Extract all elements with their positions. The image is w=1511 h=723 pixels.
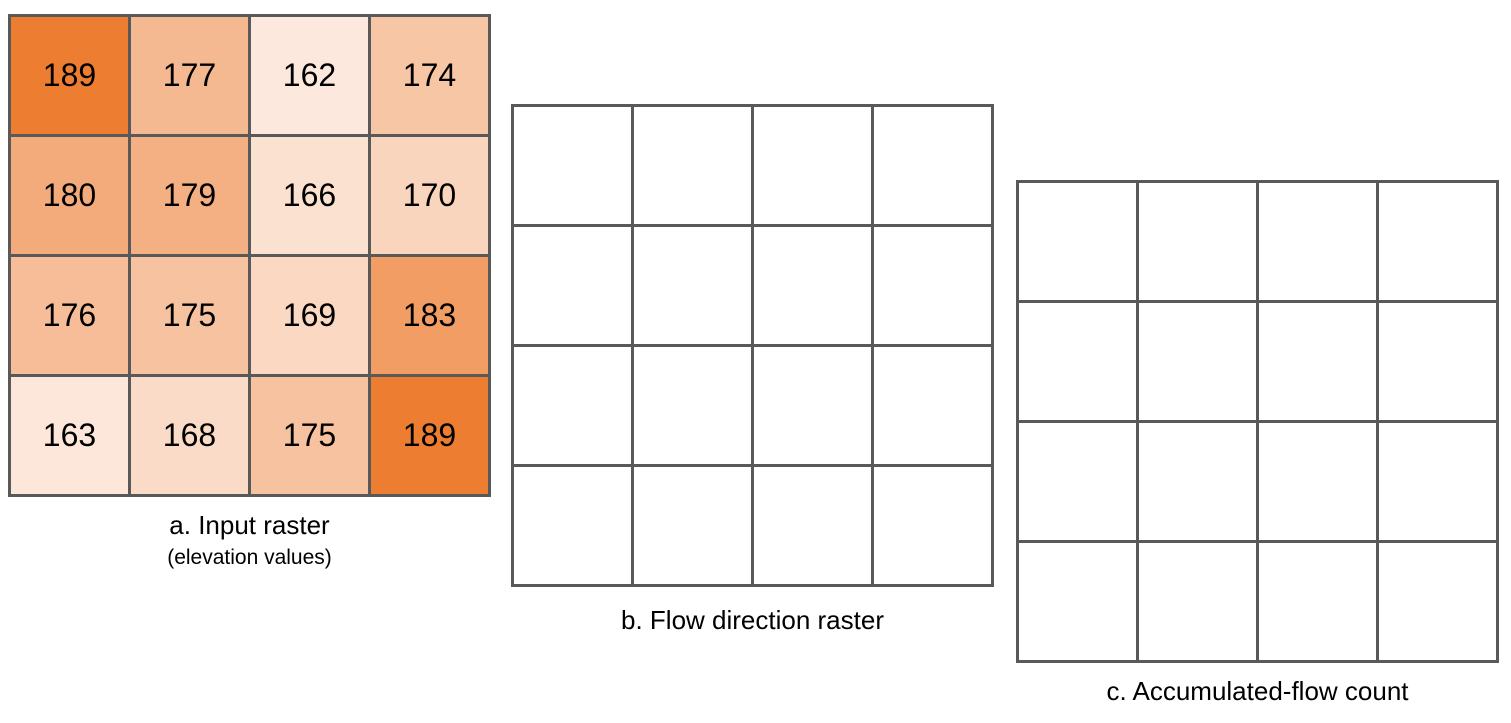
accumulated-flow-cell-r4c2 (1139, 543, 1259, 663)
flow-direction-cell-r2c4 (874, 227, 994, 347)
flow-direction-cell-r3c2 (634, 347, 754, 467)
elevation-cell-r3c3: 169 (251, 257, 371, 377)
elevation-cell-r4c3: 175 (251, 377, 371, 497)
elevation-cell-r4c2: 168 (131, 377, 251, 497)
accumulated-flow-cell-r3c4 (1379, 423, 1499, 543)
elevation-cell-r3c4: 183 (371, 257, 491, 377)
accumulated-flow-cell-r2c4 (1379, 303, 1499, 423)
accumulated-flow-cell-r1c2 (1139, 183, 1259, 303)
input-raster-subtitle: (elevation values) (167, 546, 332, 570)
flow-direction-cell-r1c1 (514, 107, 634, 227)
flow-direction-cell-r1c4 (874, 107, 994, 227)
input-raster-caption: a. Input raster (elevation values) (8, 510, 491, 570)
elevation-cell-r1c4: 174 (371, 17, 491, 137)
flow-direction-cell-r4c3 (754, 467, 874, 587)
input-raster-title: a. Input raster (169, 510, 330, 540)
accumulated-flow-cell-r2c3 (1259, 303, 1379, 423)
flow-direction-cell-r3c1 (514, 347, 634, 467)
elevation-cell-r2c2: 179 (131, 137, 251, 257)
flow-direction-cell-r4c1 (514, 467, 634, 587)
accumulated-flow-cell-r1c3 (1259, 183, 1379, 303)
accumulated-flow-cell-r2c1 (1019, 303, 1139, 423)
elevation-cell-r2c4: 170 (371, 137, 491, 257)
flow-direction-cell-r1c3 (754, 107, 874, 227)
flow-direction-cell-r2c1 (514, 227, 634, 347)
accumulated-flow-grid (1016, 180, 1499, 663)
elevation-cell-r3c2: 175 (131, 257, 251, 377)
accumulated-flow-cell-r3c2 (1139, 423, 1259, 543)
flow-direction-cell-r1c2 (634, 107, 754, 227)
accumulated-flow-cell-r4c1 (1019, 543, 1139, 663)
elevation-cell-r3c1: 176 (11, 257, 131, 377)
flow-direction-cell-r4c4 (874, 467, 994, 587)
accumulated-flow-cell-r4c3 (1259, 543, 1379, 663)
flow-direction-grid (511, 104, 994, 587)
elevation-cell-r2c1: 180 (11, 137, 131, 257)
accumulated-flow-caption: c. Accumulated-flow count (1106, 676, 1409, 706)
flow-direction-caption: b. Flow direction raster (621, 605, 884, 635)
elevation-cell-r1c2: 177 (131, 17, 251, 137)
accumulated-flow-cell-r3c3 (1259, 423, 1379, 543)
flow-direction-cell-r2c3 (754, 227, 874, 347)
flow-direction-cell-r2c2 (634, 227, 754, 347)
elevation-cell-r4c1: 163 (11, 377, 131, 497)
flow-direction-cell-r3c3 (754, 347, 874, 467)
elevation-cell-r1c1: 189 (11, 17, 131, 137)
flow-direction-cell-r4c2 (634, 467, 754, 587)
accumulated-flow-cell-r1c4 (1379, 183, 1499, 303)
flow-direction-cell-r3c4 (874, 347, 994, 467)
elevation-cell-r2c3: 166 (251, 137, 371, 257)
elevation-cell-r4c4: 189 (371, 377, 491, 497)
elevation-cell-r1c3: 162 (251, 17, 371, 137)
accumulated-flow-cell-r4c4 (1379, 543, 1499, 663)
accumulated-flow-cell-r2c2 (1139, 303, 1259, 423)
accumulated-flow-cell-r3c1 (1019, 423, 1139, 543)
accumulated-flow-cell-r1c1 (1019, 183, 1139, 303)
